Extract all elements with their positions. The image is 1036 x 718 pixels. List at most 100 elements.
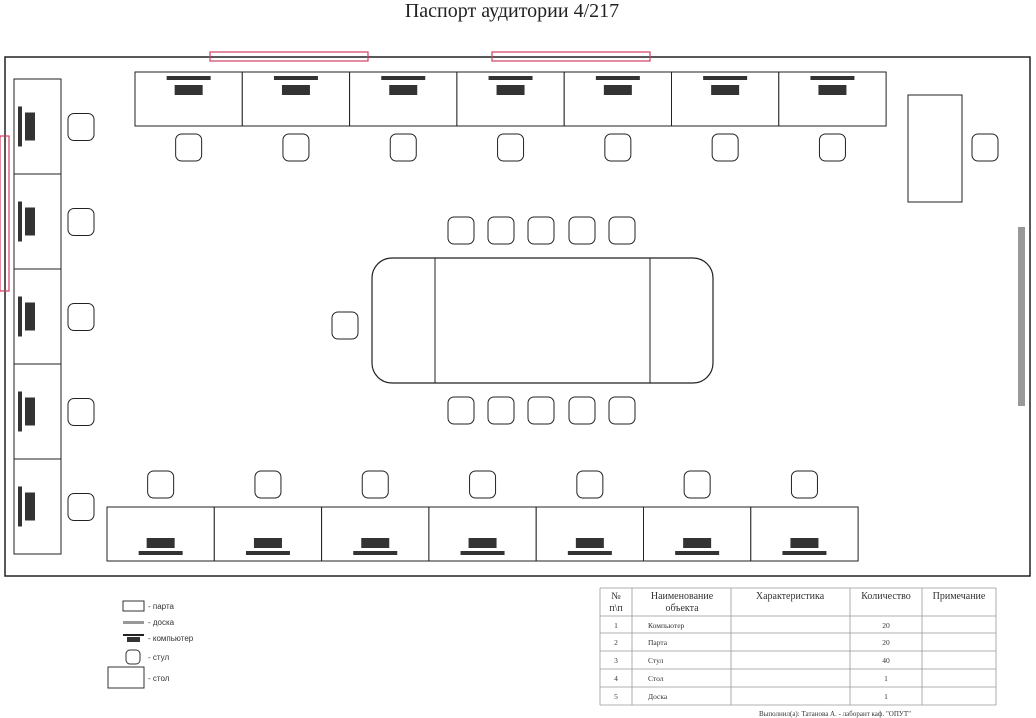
- computer-block: [575, 538, 604, 548]
- computer: [595, 76, 640, 80]
- table-cell-qty: 1: [884, 674, 888, 683]
- chair: [282, 133, 310, 162]
- computer-block: [25, 302, 35, 331]
- chair: [711, 133, 739, 162]
- legend-label: - стол: [148, 674, 170, 683]
- computer-block: [253, 538, 282, 548]
- table-cell-qty: 40: [882, 656, 890, 665]
- chair: [361, 470, 389, 499]
- chair: [67, 208, 95, 236]
- computer: [166, 76, 211, 80]
- computer: [488, 76, 533, 80]
- header-num: п\п: [609, 603, 623, 614]
- table-cell-name: Доска: [648, 692, 668, 701]
- computer-block: [25, 207, 35, 236]
- chair: [254, 470, 282, 499]
- chair: [175, 133, 203, 162]
- board-icon: [123, 621, 144, 624]
- computer: [245, 551, 290, 555]
- chair: [790, 470, 818, 499]
- header-note: Примечание: [933, 591, 986, 602]
- legend-label: - парта: [148, 602, 175, 611]
- chair: [608, 396, 636, 425]
- table-cell-num: 1: [614, 621, 618, 630]
- teacher-table: [907, 94, 963, 203]
- footer-credit: Выполнил(а): Татанова А. - лаборант каф.…: [759, 710, 911, 718]
- header-spec: Характеристика: [756, 591, 825, 602]
- header-name: Наименование: [651, 591, 714, 602]
- computer-block: [361, 538, 390, 548]
- desk: [13, 78, 62, 175]
- computer-block: [389, 85, 418, 95]
- desk-icon: [122, 600, 145, 612]
- window: [209, 51, 369, 62]
- computer-block: [468, 538, 497, 548]
- computer-block: [281, 85, 310, 95]
- chair: [497, 133, 525, 162]
- computer: [460, 551, 505, 555]
- table-cell-name: Стол: [648, 674, 664, 683]
- computer: [810, 76, 855, 80]
- legend-label: - доска: [148, 618, 175, 627]
- chair: [67, 493, 95, 521]
- chair: [447, 396, 475, 425]
- page-title: Паспорт аудитории 4/217: [405, 0, 619, 22]
- conference-table: [371, 257, 714, 384]
- computer-block: [603, 85, 632, 95]
- chair: [683, 470, 711, 499]
- legend: - парта - доска - компьютер - стул - сто…: [107, 600, 194, 689]
- computer-icon: [123, 634, 144, 636]
- chair: [568, 216, 596, 245]
- computer: [353, 551, 398, 555]
- desk: [241, 71, 351, 127]
- chair: [487, 216, 515, 245]
- chair: [487, 396, 515, 425]
- chair: [576, 470, 604, 499]
- chair: [604, 133, 632, 162]
- legend-label: - компьютер: [148, 634, 194, 643]
- chair: [469, 470, 497, 499]
- desk: [349, 71, 458, 127]
- table-cell-name: Стул: [648, 656, 664, 665]
- header-qty: Количество: [861, 591, 911, 602]
- computer-block: [146, 538, 175, 548]
- chair: [67, 113, 95, 141]
- table-cell-qty: 20: [882, 621, 890, 630]
- chair: [527, 396, 555, 425]
- table-cell-qty: 20: [882, 638, 890, 647]
- computer: [273, 76, 318, 80]
- table-cell-num: 5: [614, 692, 618, 701]
- legend-label: - стул: [148, 653, 169, 662]
- chair: [818, 133, 846, 162]
- chair: [389, 133, 417, 162]
- computer-block: [174, 85, 203, 95]
- table-cell-num: 3: [614, 656, 618, 665]
- inventory-table: № п\п Наименование объекта Характеристик…: [599, 587, 997, 718]
- table-cell-num: 4: [614, 674, 618, 683]
- computer: [567, 551, 612, 555]
- computer-icon-block: [127, 637, 140, 642]
- table-cell-qty: 1: [884, 692, 888, 701]
- desk: [671, 71, 780, 127]
- window: [0, 135, 10, 292]
- chair: [147, 470, 175, 499]
- header-num: №: [611, 591, 621, 602]
- chair: [447, 216, 475, 245]
- computer-block: [25, 397, 35, 426]
- computer: [381, 76, 426, 80]
- table-cell-num: 2: [614, 638, 618, 647]
- computer: [18, 391, 22, 432]
- computer-block: [496, 85, 525, 95]
- computer-block: [790, 538, 819, 548]
- chair: [67, 303, 95, 331]
- desk: [563, 71, 673, 127]
- chair-icon: [125, 649, 141, 665]
- computer-block: [25, 112, 35, 141]
- computer-block: [818, 85, 847, 95]
- window: [491, 51, 651, 62]
- room-outline: [4, 56, 1031, 577]
- computer: [703, 76, 748, 80]
- computer: [18, 201, 22, 242]
- chair: [331, 311, 359, 340]
